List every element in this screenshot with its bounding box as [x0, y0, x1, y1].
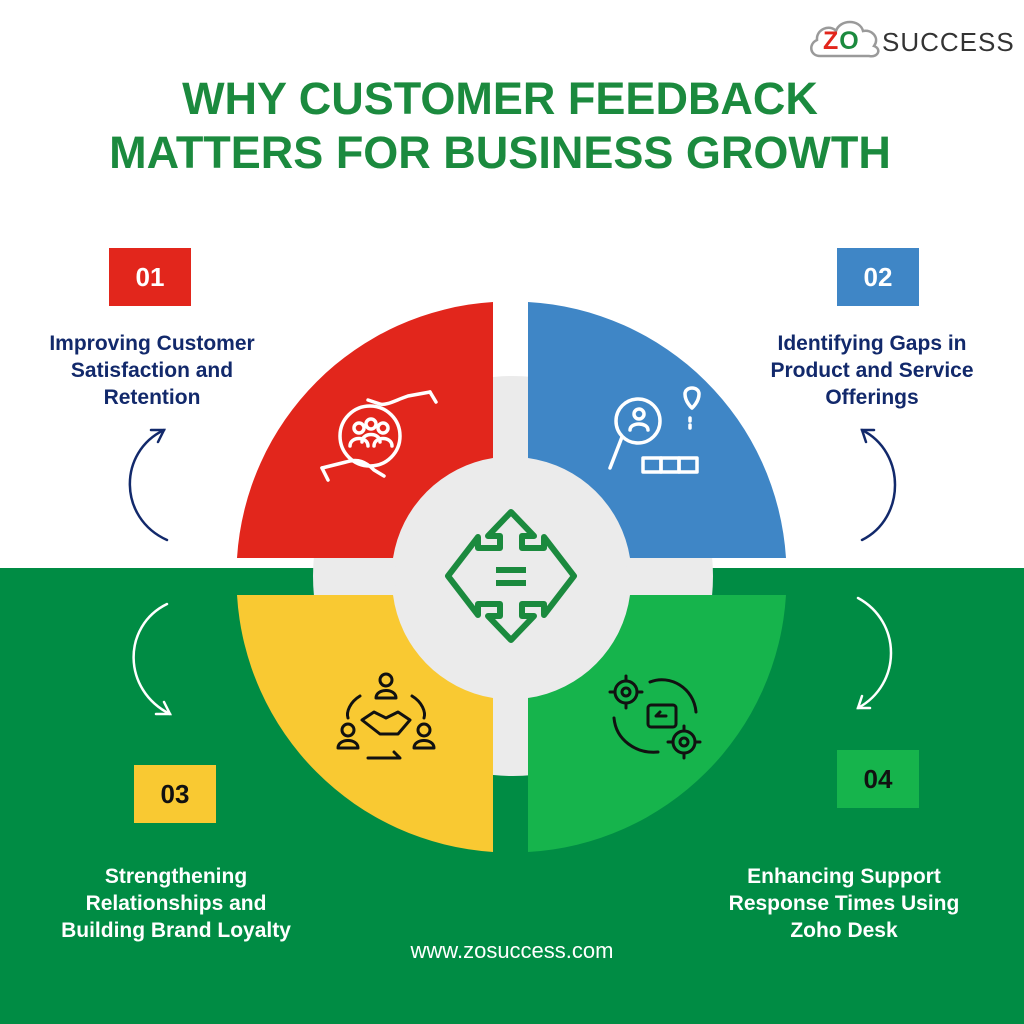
- curved-arrow-icon: [128, 428, 169, 542]
- handshake-people-icon: [336, 672, 436, 760]
- customers-hands-cycle-icon: [320, 390, 438, 482]
- step-label-01: Improving Customer Satisfaction and Rete…: [2, 330, 302, 411]
- label-line: Offerings: [825, 386, 919, 409]
- label-line: Retention: [103, 386, 201, 409]
- page-title: WHY CUSTOMER FEEDBACK MATTERS FOR BUSINE…: [0, 72, 1000, 180]
- logo-wordmark: SUCCESS: [882, 27, 1015, 57]
- label-line: Enhancing Support: [747, 865, 941, 888]
- label-line: Building Brand Loyalty: [61, 919, 291, 942]
- step-number-02: 02: [837, 248, 919, 306]
- step-label-04: Enhancing Support Response Times Using Z…: [694, 863, 994, 944]
- curved-arrow-icon: [856, 596, 893, 710]
- label-line: Satisfaction and: [70, 359, 234, 382]
- step-number-03: 03: [134, 765, 216, 823]
- quadrant-4-green: [528, 595, 786, 852]
- magnifier-location-icon: [608, 386, 701, 474]
- title-line-2: MATTERS FOR BUSINESS GROWTH: [109, 127, 891, 178]
- gears-chat-icon: [608, 674, 702, 760]
- cloud-icon: [810, 20, 880, 58]
- label-line: Relationships and: [85, 892, 267, 915]
- curved-arrow-icon: [132, 602, 173, 716]
- four-way-arrows-icon: [445, 509, 577, 643]
- label-line: Identifying Gaps in: [777, 332, 967, 355]
- step-number-04: 04: [837, 750, 919, 808]
- logo-mark: ZO: [823, 27, 860, 56]
- step-number-01: 01: [109, 248, 191, 306]
- step-label-02: Identifying Gaps in Product and Service …: [722, 330, 1022, 411]
- zosuccess-logo: ZO SUCCESS: [806, 14, 1016, 62]
- logo-o-letter: O: [839, 27, 860, 55]
- label-line: Product and Service: [770, 359, 974, 382]
- label-line: Response Times Using: [728, 892, 960, 915]
- label-line: Zoho Desk: [790, 919, 898, 942]
- logo-zo-text: Z: [823, 27, 840, 55]
- step-label-03: Strengthening Relationships and Building…: [26, 863, 326, 944]
- website-url: www.zosuccess.com: [410, 938, 614, 963]
- label-line: Improving Customer: [49, 332, 255, 355]
- center-disc: [395, 460, 627, 692]
- curved-arrow-icon: [860, 428, 897, 542]
- title-line-1: WHY CUSTOMER FEEDBACK: [182, 73, 818, 124]
- label-line: Strengthening: [104, 865, 248, 888]
